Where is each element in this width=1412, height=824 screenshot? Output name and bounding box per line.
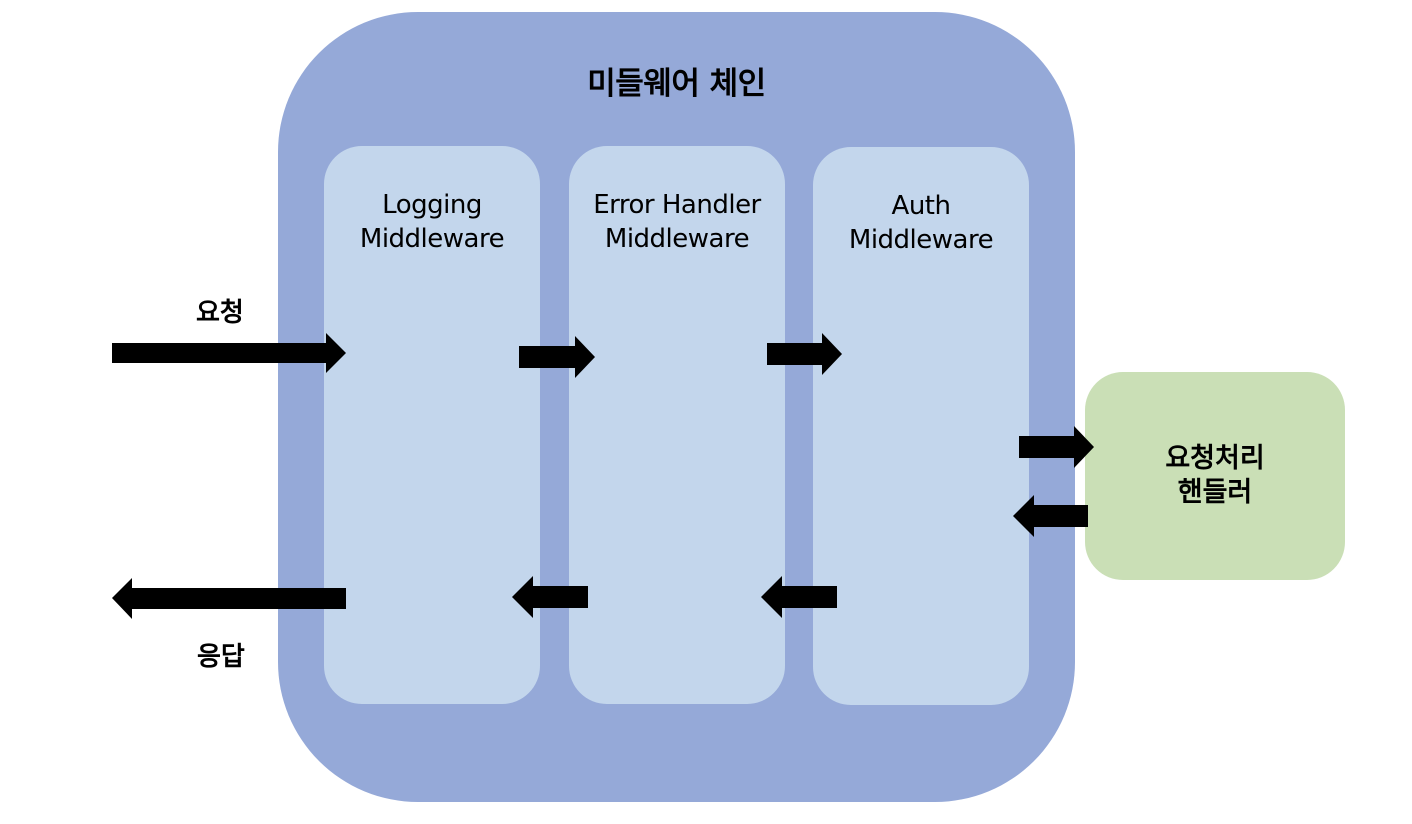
- request-label: 요청: [196, 298, 244, 328]
- logging-middleware-box: Logging Middleware: [324, 146, 540, 704]
- request-handler-label: 요청처리 핸들러: [1085, 442, 1345, 510]
- auth-middleware-label-line1: Auth: [891, 191, 951, 221]
- auth-to-error-arrow: [761, 576, 837, 618]
- error-handler-middleware-box: Error Handler Middleware: [569, 146, 785, 704]
- logging-middleware-label: Logging Middleware: [324, 188, 540, 256]
- error-handler-middleware-label-line2: Middleware: [604, 224, 750, 254]
- logging-middleware-label-line1: Logging: [382, 190, 482, 220]
- chain-title: 미들웨어 체인: [587, 66, 766, 102]
- request-handler-box: 요청처리 핸들러: [1085, 372, 1345, 580]
- logging-middleware-label-line2: Middleware: [359, 224, 505, 254]
- error-handler-middleware-label-line1: Error Handler: [593, 190, 761, 220]
- auth-middleware-label: Auth Middleware: [813, 189, 1029, 257]
- error-handler-middleware-label: Error Handler Middleware: [569, 188, 785, 256]
- auth-to-handler-arrow: [1019, 426, 1094, 468]
- request-handler-label-line2: 핸들러: [1177, 477, 1253, 508]
- auth-middleware-box: Auth Middleware: [813, 147, 1029, 705]
- handler-to-auth-arrow: [1013, 495, 1088, 537]
- request-in-arrow: [112, 333, 346, 373]
- error-to-auth-arrow: [767, 333, 842, 375]
- request-handler-label-line1: 요청처리: [1165, 443, 1265, 474]
- logging-to-error-arrow: [519, 336, 595, 378]
- error-to-logging-arrow: [512, 576, 588, 618]
- response-label: 응답: [197, 642, 245, 672]
- response-out-arrow: [112, 578, 346, 619]
- auth-middleware-label-line2: Middleware: [848, 225, 994, 255]
